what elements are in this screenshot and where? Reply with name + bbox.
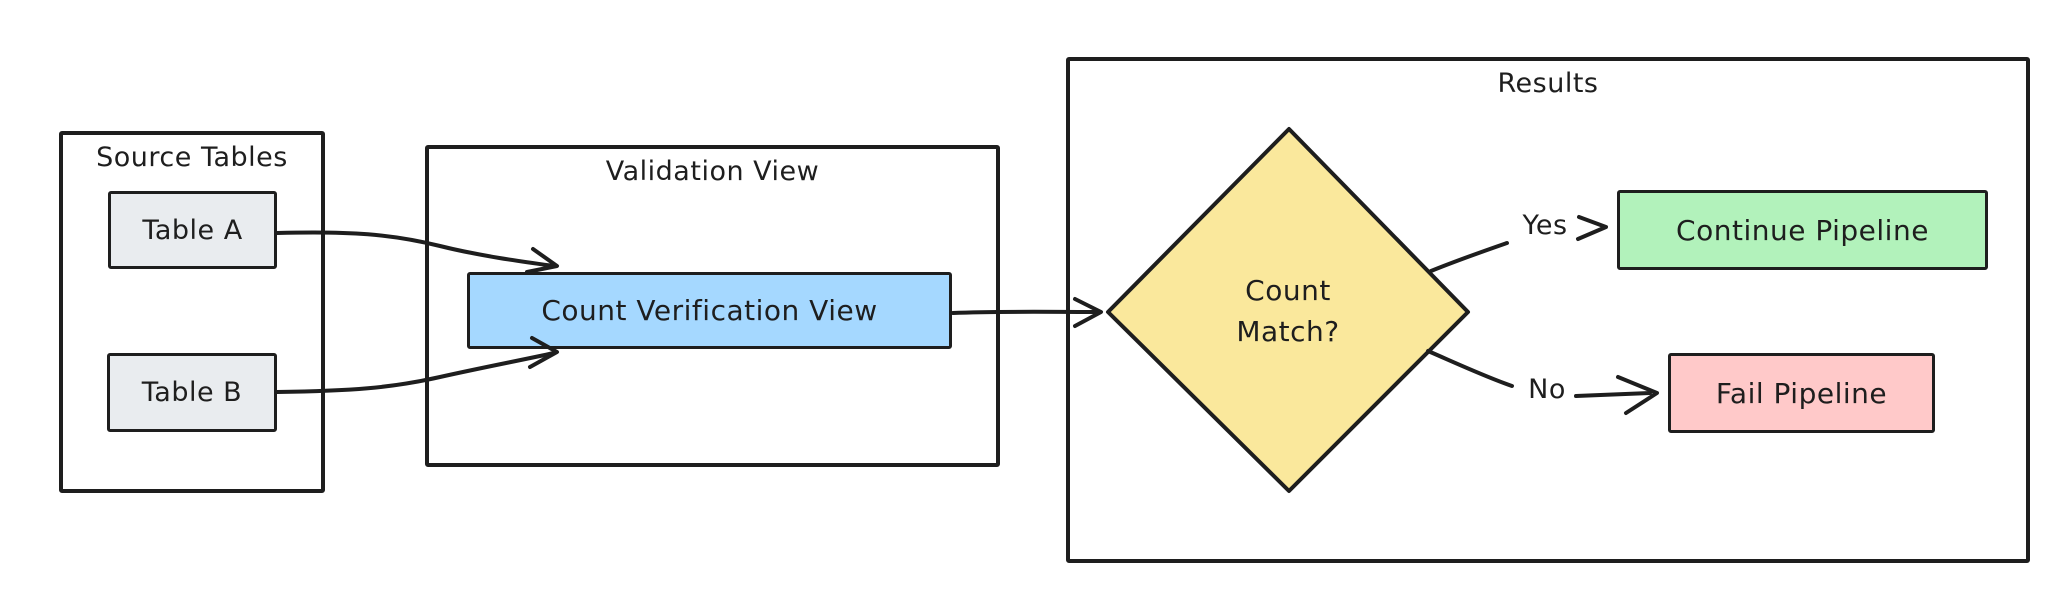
- table-a-node: Table A: [108, 191, 277, 269]
- count-verification-view-node: Count Verification View: [467, 272, 952, 349]
- count-match-label-line1: Count: [1245, 274, 1331, 308]
- source-tables-title: Source Tables: [96, 142, 288, 173]
- count-match-label-line2: Match?: [1236, 315, 1340, 348]
- fail-pipeline-label: Fail Pipeline: [1715, 376, 1888, 410]
- results-title: Results: [1497, 68, 1599, 99]
- validation-view-title: Validation View: [605, 156, 820, 187]
- continue-pipeline-node: Continue Pipeline: [1617, 190, 1988, 270]
- table-a-label: Table A: [142, 214, 243, 246]
- source-tables-group: Source Tables: [59, 131, 325, 493]
- count-verification-view-label: Count Verification View: [541, 294, 878, 327]
- edge-label-no: No: [1528, 374, 1566, 405]
- fail-pipeline-node: Fail Pipeline: [1668, 353, 1935, 433]
- validation-view-group: Validation View: [425, 145, 1000, 467]
- table-b-label: Table B: [141, 377, 243, 408]
- count-match-label: Count Match?: [1188, 267, 1388, 357]
- continue-pipeline-label: Continue Pipeline: [1676, 213, 1929, 247]
- edge-label-yes: Yes: [1522, 210, 1568, 241]
- table-b-node: Table B: [107, 353, 277, 432]
